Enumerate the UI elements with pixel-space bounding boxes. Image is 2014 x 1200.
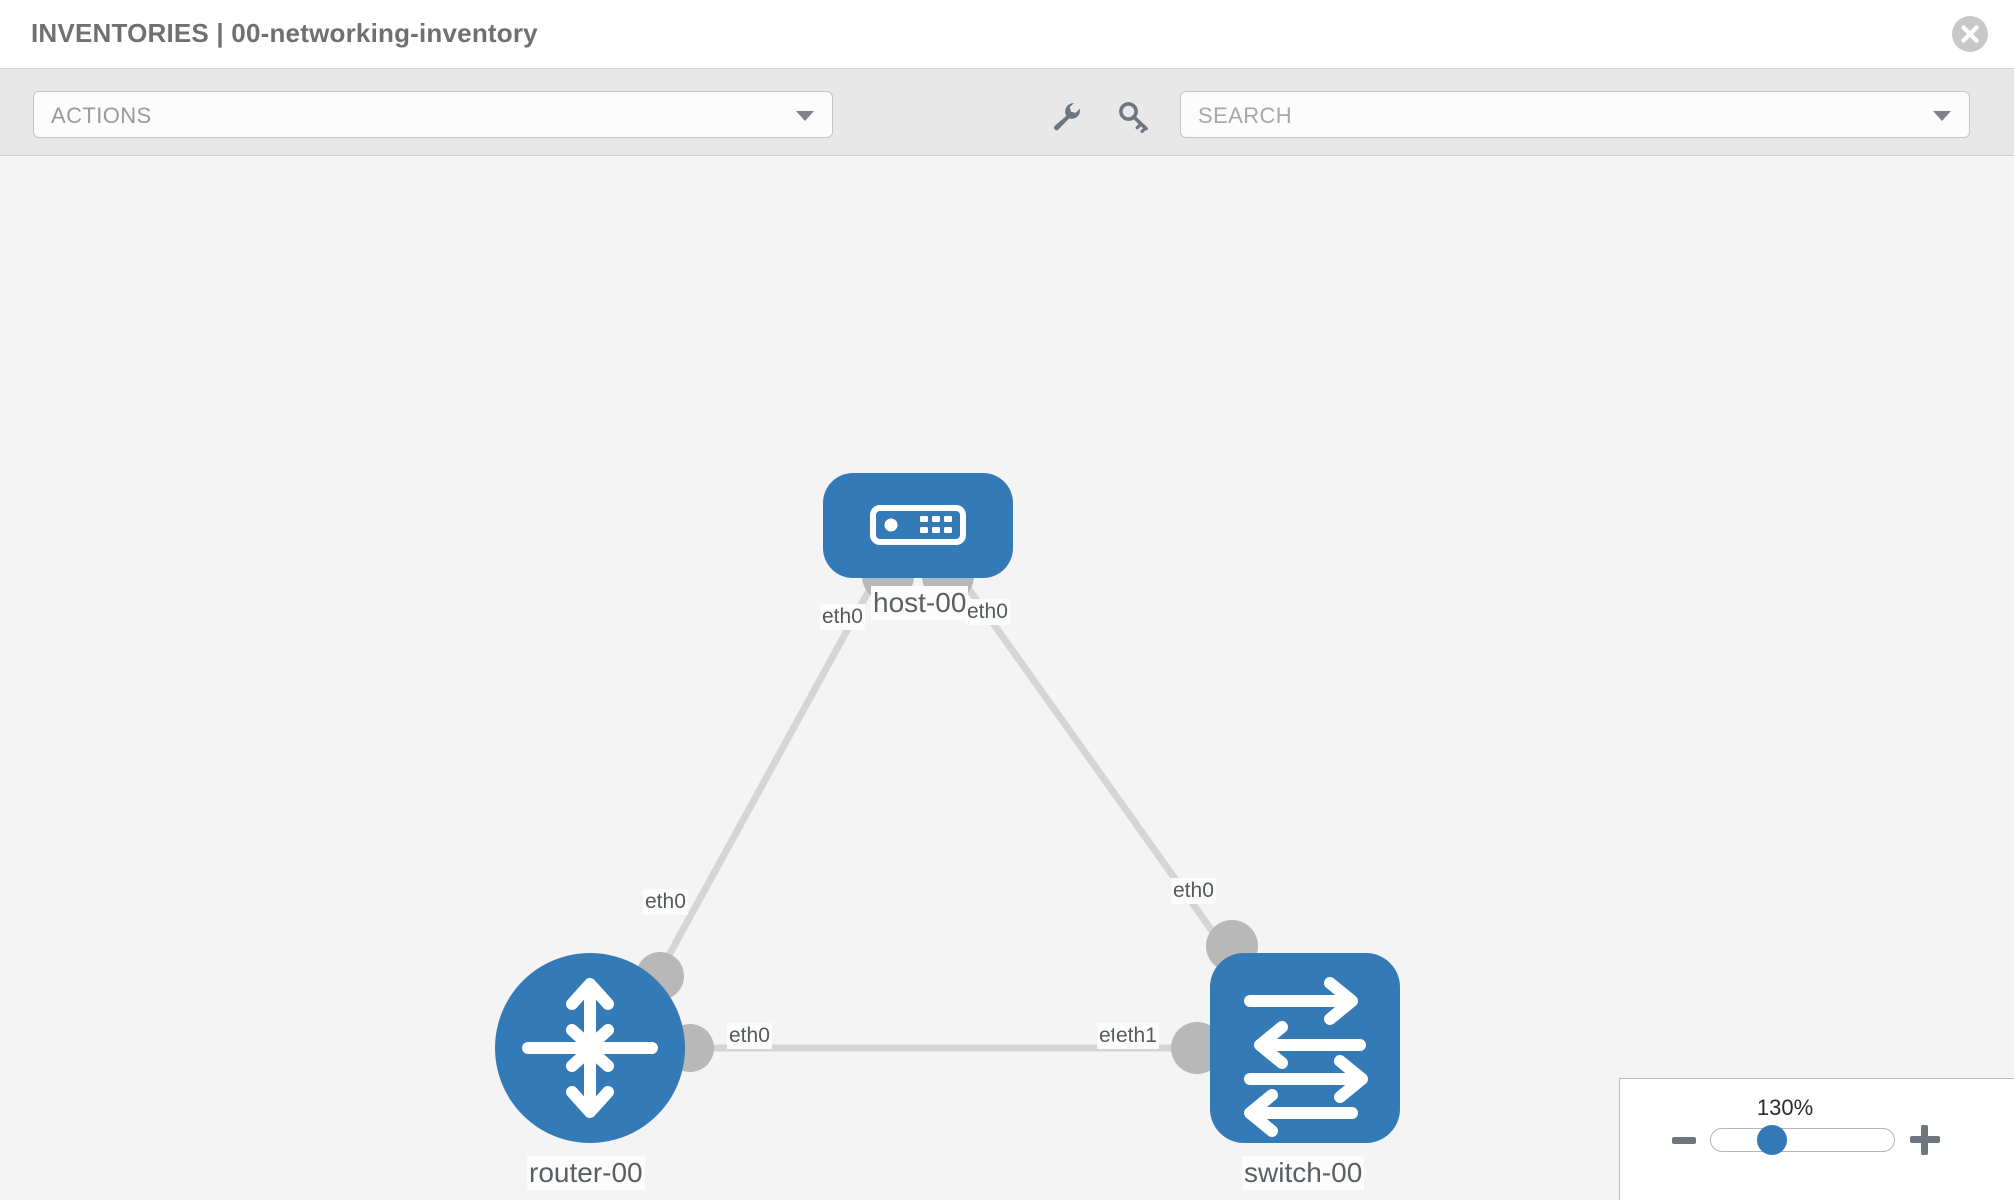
actions-dropdown-label: ACTIONS — [51, 103, 152, 128]
topology-graph — [495, 473, 1400, 1143]
edge-label-router-up: eth0 — [643, 889, 688, 915]
edge-host-router — [636, 572, 882, 1010]
chevron-down-icon[interactable] — [1933, 111, 1951, 121]
close-icon[interactable] — [1952, 16, 1988, 52]
zoom-slider-track[interactable] — [1710, 1128, 1895, 1152]
edge-label-switch-left-front: eth1 — [1114, 1023, 1159, 1049]
node-label-switch-00: switch-00 — [1242, 1156, 1365, 1190]
zoom-control-panel: 130% — [1619, 1078, 2014, 1200]
zoom-slider-thumb[interactable] — [1757, 1125, 1787, 1155]
zoom-in-button[interactable] — [1910, 1125, 1940, 1155]
chevron-down-icon — [796, 111, 814, 121]
node-label-router-00: router-00 — [527, 1156, 645, 1190]
node-host-00 — [823, 473, 1013, 578]
search-placeholder: SEARCH — [1198, 103, 1293, 128]
toolbar: ACTIONS SEARCH — [0, 69, 2014, 156]
wrench-icon[interactable] — [1049, 99, 1083, 133]
zoom-out-button[interactable] — [1672, 1137, 1696, 1144]
actions-dropdown[interactable]: ACTIONS — [33, 91, 833, 138]
page-title: INVENTORIES | 00-networking-inventory — [31, 18, 538, 48]
node-switch-00 — [1210, 953, 1400, 1143]
topology-connectors — [636, 550, 1258, 1074]
edge-label-host-left: eth0 — [820, 604, 865, 630]
zoom-level-value: 130% — [1756, 1095, 1814, 1120]
key-icon[interactable] — [1117, 99, 1151, 133]
topology-edges — [636, 571, 1233, 1052]
edge-label-host-right: eth0 — [965, 599, 1010, 625]
topology-canvas[interactable]: eth0 eth0 eth0 eth0 eth0 eth eth1 host-0… — [0, 156, 2014, 1200]
node-label-host-00: host-00 — [871, 586, 969, 620]
search-input[interactable]: SEARCH — [1180, 91, 1970, 138]
edge-label-router-right: eth0 — [727, 1023, 772, 1049]
page-header: INVENTORIES | 00-networking-inventory — [0, 0, 2014, 69]
edge-label-switch-up: eth0 — [1171, 878, 1216, 904]
node-router-00 — [495, 953, 685, 1143]
